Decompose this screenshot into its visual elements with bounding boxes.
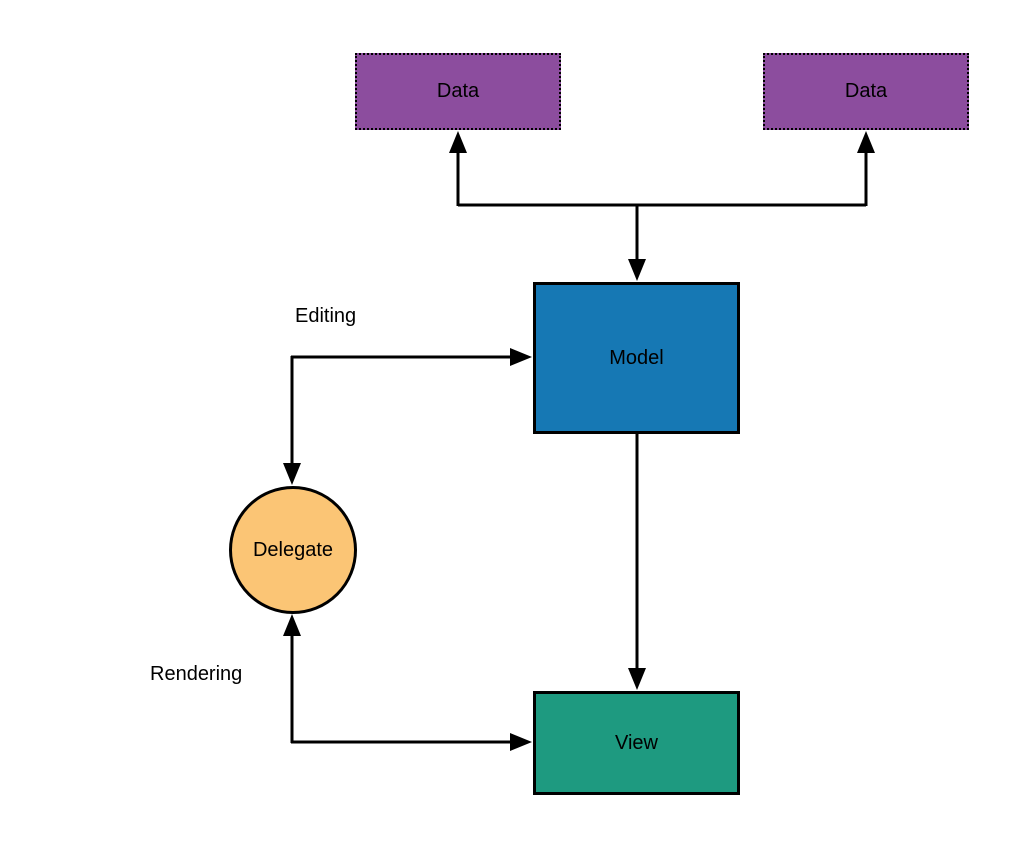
node-delegate-label: Delegate (252, 538, 334, 561)
arrowhead-into-view-top (628, 668, 646, 690)
arrowhead-into-model-top (628, 259, 646, 281)
node-view: View (533, 691, 740, 795)
arrowhead-into-delegate-top (283, 463, 301, 485)
node-data-left: Data (355, 53, 561, 130)
edge-label-editing: Editing (295, 305, 357, 327)
arrowhead-into-model-left (510, 348, 532, 366)
node-delegate: Delegate (229, 486, 357, 614)
edge-label-rendering: Rendering (150, 663, 243, 685)
arrowhead-into-data-left (449, 131, 467, 153)
arrowhead-into-delegate-bottom (283, 614, 301, 636)
arrowhead-into-view-left (510, 733, 532, 751)
node-model-label: Model (609, 346, 664, 369)
arrowhead-into-data-right (857, 131, 875, 153)
node-view-label: View (615, 731, 658, 754)
node-data-right: Data (763, 53, 969, 130)
node-data-left-label: Data (436, 80, 480, 102)
node-model: Model (533, 282, 740, 434)
node-data-right-label: Data (844, 80, 888, 102)
